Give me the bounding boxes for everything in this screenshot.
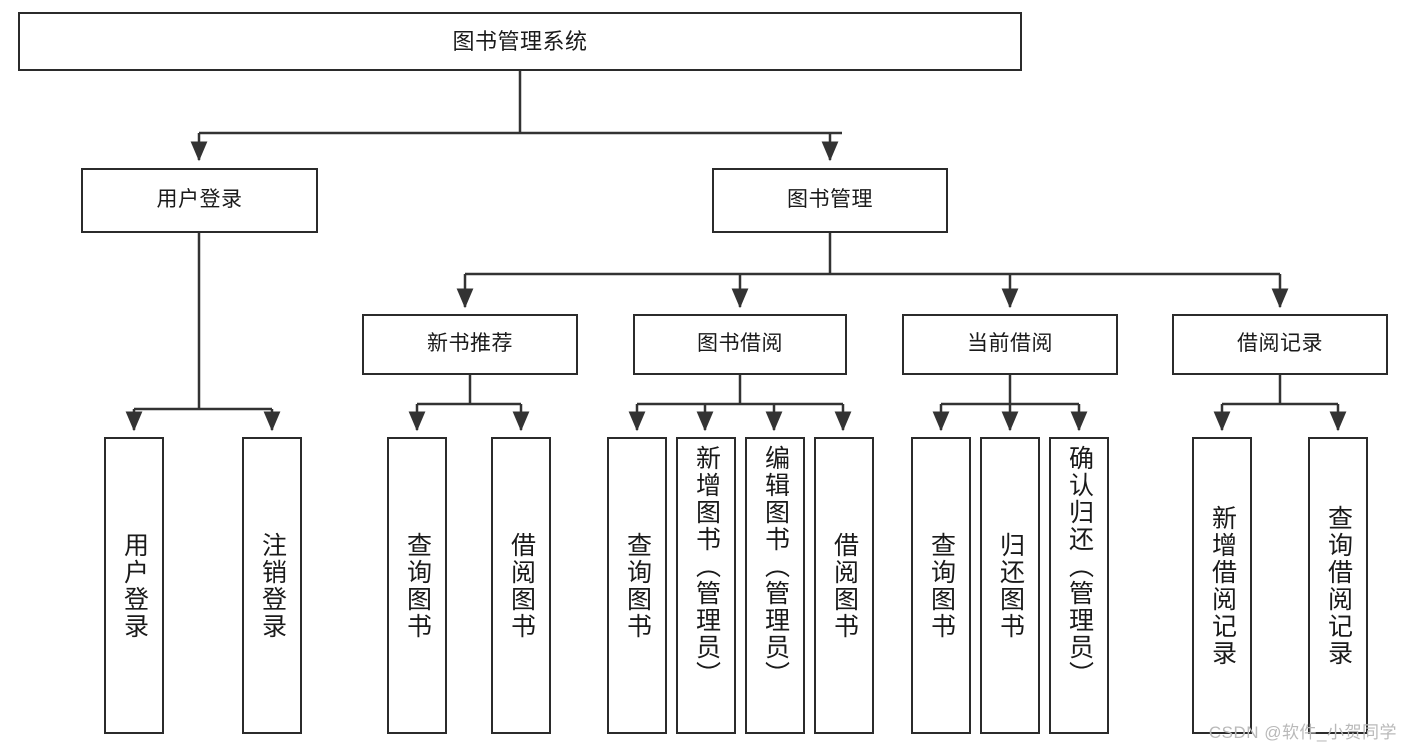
- node-label: 编辑图书（管理员）: [761, 445, 790, 688]
- node-label: 新增借阅记录: [1208, 504, 1237, 667]
- node-label: 确认归还（管理员）: [1065, 445, 1094, 688]
- node-root-system[interactable]: 图书管理系统: [18, 12, 1022, 71]
- node-label: 当前借阅: [967, 332, 1053, 356]
- node-label: 查询图书: [623, 531, 652, 640]
- watermark: CSDN @软件_小贺同学: [1208, 723, 1397, 742]
- node-current-borrow[interactable]: 当前借阅: [902, 314, 1118, 375]
- leaf-edit-book-admin[interactable]: 编辑图书（管理员）: [745, 437, 805, 734]
- node-label: 用户登录: [156, 188, 243, 212]
- node-label: 注销登录: [258, 531, 287, 640]
- node-label: 用户登录: [120, 531, 149, 640]
- node-label: 归还图书: [996, 531, 1025, 640]
- node-borrow-record[interactable]: 借阅记录: [1172, 314, 1388, 375]
- node-label: 新增图书（管理员）: [692, 445, 721, 688]
- node-label: 图书管理系统: [452, 28, 588, 54]
- node-label: 图书管理: [787, 188, 873, 212]
- node-book-borrow[interactable]: 图书借阅: [633, 314, 847, 375]
- leaf-query-book-recommend[interactable]: 查询图书: [387, 437, 447, 734]
- node-label: 借阅图书: [830, 531, 859, 640]
- leaf-add-borrow-record[interactable]: 新增借阅记录: [1192, 437, 1252, 734]
- node-user-login[interactable]: 用户登录: [81, 168, 318, 233]
- leaf-query-book-current[interactable]: 查询图书: [911, 437, 971, 734]
- leaf-query-book-borrow[interactable]: 查询图书: [607, 437, 667, 734]
- leaf-borrow-book-recommend[interactable]: 借阅图书: [491, 437, 551, 734]
- node-label: 查询图书: [927, 531, 956, 640]
- node-label: 图书借阅: [697, 332, 783, 356]
- node-new-book-recommend[interactable]: 新书推荐: [362, 314, 578, 375]
- leaf-user-logout[interactable]: 注销登录: [242, 437, 302, 734]
- node-label: 借阅记录: [1237, 332, 1323, 356]
- leaf-confirm-return-admin[interactable]: 确认归还（管理员）: [1049, 437, 1109, 734]
- leaf-query-borrow-record[interactable]: 查询借阅记录: [1308, 437, 1368, 734]
- leaf-return-book[interactable]: 归还图书: [980, 437, 1040, 734]
- leaf-borrow-book[interactable]: 借阅图书: [814, 437, 874, 734]
- node-label: 借阅图书: [507, 531, 536, 640]
- node-book-management[interactable]: 图书管理: [712, 168, 948, 233]
- leaf-user-login[interactable]: 用户登录: [104, 437, 164, 734]
- node-label: 查询借阅记录: [1324, 504, 1353, 667]
- node-label: 查询图书: [403, 531, 432, 640]
- node-label: 新书推荐: [427, 332, 513, 356]
- leaf-add-book-admin[interactable]: 新增图书（管理员）: [676, 437, 736, 734]
